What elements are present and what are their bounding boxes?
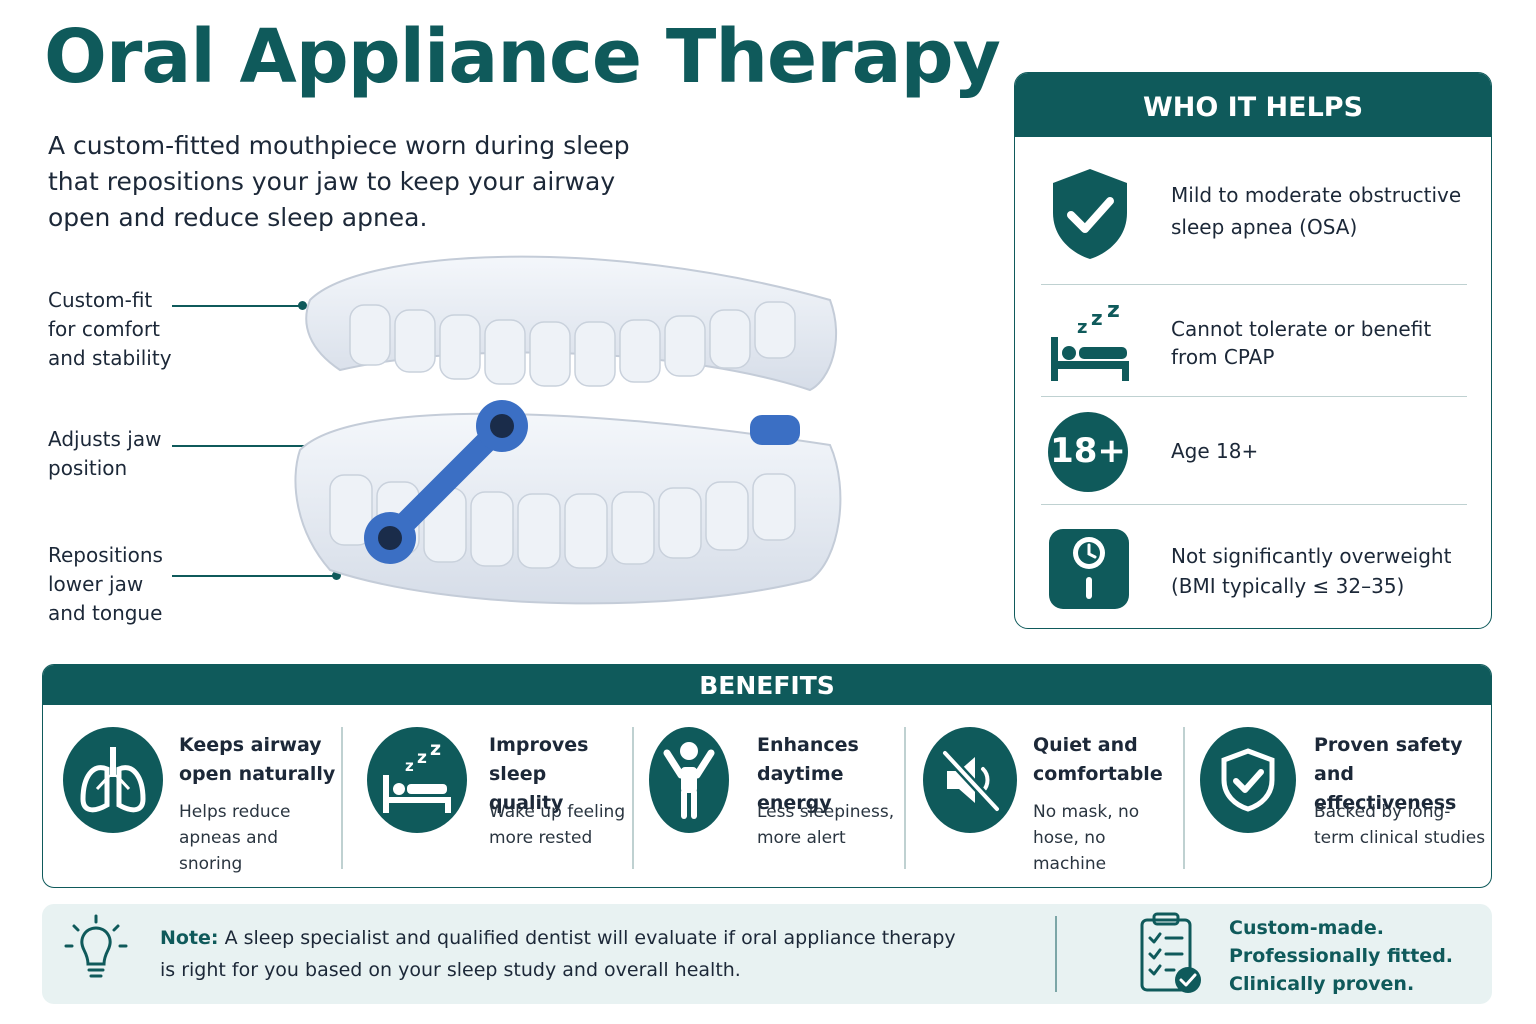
benefit-item: Enhances daytime energy Less sleepiness,… — [633, 705, 905, 887]
shield-check-icon — [1200, 727, 1296, 833]
who-item-text: Cannot tolerate or benefit from CPAP — [1171, 317, 1432, 369]
sleeping-bed-icon: z z z — [1051, 303, 1129, 381]
divider — [1183, 727, 1185, 869]
who-it-helps-header: WHO IT HELPS — [1015, 73, 1491, 137]
benefit-item: Keeps airway open naturally Helps reduce… — [43, 705, 343, 887]
who-item-age: 18+ Age 18+ — [1041, 397, 1467, 505]
benefit-title: Improves sleep quality — [489, 734, 589, 814]
scale-icon — [1049, 529, 1129, 609]
who-item-text: Age 18+ — [1171, 439, 1259, 463]
lightbulb-icon — [64, 914, 128, 978]
benefit-desc: Backed by long-term clinical studies — [1314, 802, 1486, 848]
who-item-cpap: z z z Cannot tolerate or benefit from CP… — [1041, 285, 1467, 397]
benefit-title: Quiet and comfortable — [1033, 734, 1163, 785]
divider — [341, 727, 343, 869]
benefits-header: BENEFITS — [43, 665, 1491, 705]
benefit-title: Keeps airway open naturally — [179, 734, 336, 785]
benefit-desc: Helps reduce apneas and snoring — [179, 802, 291, 874]
benefit-desc: Less sleepiness, more alert — [757, 802, 895, 848]
tagline-line: Custom-made. — [1229, 917, 1384, 939]
divider — [1055, 916, 1057, 992]
svg-text:z: z — [405, 757, 414, 775]
tagline-line: Professionally fitted. — [1229, 945, 1454, 967]
clipboard-check-icon — [1140, 912, 1201, 993]
callout-line — [172, 445, 322, 447]
shield-check-icon — [1053, 169, 1127, 259]
note-body: A sleep specialist and qualified dentist… — [160, 927, 956, 981]
callout-adjusts-jaw: Adjusts jaw position — [48, 427, 162, 480]
page-title: Oral Appliance Therapy — [44, 14, 1001, 100]
energetic-person-icon — [649, 727, 729, 833]
note-label: Note: — [160, 927, 219, 949]
callout-dot — [332, 571, 341, 580]
callout-line — [172, 575, 336, 577]
svg-text:z: z — [1077, 317, 1087, 338]
benefit-desc: Wake up feeling more rested — [489, 802, 626, 848]
tagline: Custom-made. Professionally fitted. Clin… — [1229, 914, 1453, 998]
benefit-title: Proven safety and effectiveness — [1314, 734, 1463, 814]
who-item-text: Mild to moderate obstructive sleep apnea… — [1171, 183, 1462, 239]
svg-text:z: z — [1107, 303, 1120, 323]
age-badge-icon — [1048, 412, 1128, 492]
benefit-title: Enhances daytime energy — [757, 734, 859, 814]
who-item-bmi: Not significantly overweight (BMI typica… — [1041, 505, 1467, 628]
callout-custom-fit: Custom-fit for comfort and stability — [48, 288, 172, 370]
who-item-osa: Mild to moderate obstructive sleep apnea… — [1041, 137, 1467, 285]
oral-appliance-image — [294, 255, 842, 605]
age-badge-label: 18+ — [1050, 431, 1126, 471]
tagline-line: Clinically proven. — [1229, 973, 1415, 995]
who-item-text: Not significantly overweight (BMI typica… — [1171, 544, 1452, 598]
benefit-item: z z z Improves sleep quality Wake up fee… — [343, 705, 633, 887]
muted-speaker-icon — [923, 727, 1017, 833]
callout-dot — [298, 301, 307, 310]
benefit-item: Quiet and comfortable No mask, no hose, … — [905, 705, 1183, 887]
svg-text:z: z — [1091, 306, 1103, 330]
benefit-item: Proven safety and effectiveness Backed b… — [1184, 705, 1490, 887]
callout-line — [172, 305, 302, 307]
divider — [904, 727, 906, 869]
divider — [632, 727, 634, 869]
sleeping-bed-icon: z z z — [367, 727, 467, 833]
who-it-helps-panel: WHO IT HELPS Mild to moderate obstructiv… — [1014, 72, 1492, 629]
page-subtitle: A custom-fitted mouthpiece worn during s… — [48, 131, 630, 232]
benefit-desc: No mask, no hose, no machine — [1033, 802, 1140, 874]
svg-text:z: z — [417, 748, 427, 768]
benefits-panel: BENEFITS Keeps airway open naturally Hel… — [42, 664, 1492, 888]
svg-text:z: z — [430, 738, 441, 760]
lungs-icon — [63, 727, 163, 833]
note-text: Note: A sleep specialist and qualified d… — [160, 922, 960, 986]
callout-repositions-jaw: Repositions lower jaw and tongue — [48, 543, 163, 625]
note-panel: Note: A sleep specialist and qualified d… — [42, 904, 1492, 1004]
